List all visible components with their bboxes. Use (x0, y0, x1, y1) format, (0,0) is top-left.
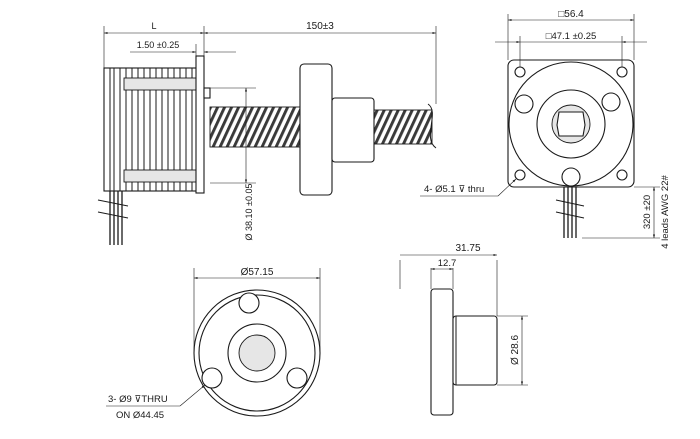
nut-flange-side (299, 63, 333, 196)
mount-hole-top-right (616, 66, 628, 78)
motor-square-label: □56.4 (558, 9, 584, 20)
nut-flange-thickness-label: 12.7 (438, 258, 457, 269)
leadscrew-thread-far (371, 109, 433, 145)
nut-side-body (452, 315, 498, 386)
flange-offset-label: 1.50 ±0.25 (137, 40, 179, 50)
nut-hole-top (238, 292, 260, 314)
nut-front-view: Ø57.15 3- Ø9 ⊽THRU ON Ø44.45 (106, 267, 321, 421)
leadscrew-thread-near (209, 106, 301, 148)
mount-hole-top-left (514, 66, 526, 78)
motor-fins (109, 68, 197, 191)
face-hole-bottom (561, 167, 581, 187)
mount-hole-bottom-right (616, 169, 628, 181)
nut-holes-label-line2: ON Ø44.45 (116, 410, 164, 421)
nut-side-view: 31.75 12.7 Ø 28.6 (399, 243, 528, 416)
mount-hole-bottom-left (514, 169, 526, 181)
motor-shaft-hex (556, 111, 586, 137)
hole-pitch-label: □47.1 ±0.25 (546, 31, 597, 42)
face-hole-left (514, 94, 534, 114)
nut-hole-left (201, 367, 223, 389)
nut-bore (238, 334, 276, 372)
motor-length-label: L (151, 21, 156, 31)
nut-length-label: 31.75 (455, 243, 480, 254)
motor-front-view: □56.4 □47.1 ±0.25 4- Ø5.1 ⊽ thru 320 ±20… (420, 9, 671, 249)
nut-holes-label-line1: 3- Ø9 ⊽THRU (108, 394, 168, 405)
nut-side-flange (430, 288, 454, 416)
mount-holes-label: 4- Ø5.1 ⊽ thru (424, 184, 484, 195)
nut-hole-right (286, 367, 308, 389)
screw-break-mark (427, 103, 437, 149)
pilot-diameter-label: Ø 38.10 ±0.05 (244, 184, 254, 241)
face-hole-right (601, 92, 621, 112)
pilot-boss (203, 87, 211, 99)
motor-front-flange (195, 55, 205, 194)
lead-length-label: 320 ±20 (642, 195, 653, 229)
nut-body-side (331, 97, 375, 163)
front-leads (555, 187, 585, 238)
motor-side-view: L 150±3 1.50 ±0.25 Ø 38.10 ±0.05 (97, 21, 437, 245)
screw-length-label: 150±3 (306, 21, 334, 32)
lead-spec-label: 4 leads AWG 22# (660, 175, 671, 249)
nut-body-diameter-label: Ø 28.6 (510, 335, 521, 365)
motor-leads (97, 191, 129, 245)
nut-flange-diameter-label: Ø57.15 (241, 267, 274, 278)
